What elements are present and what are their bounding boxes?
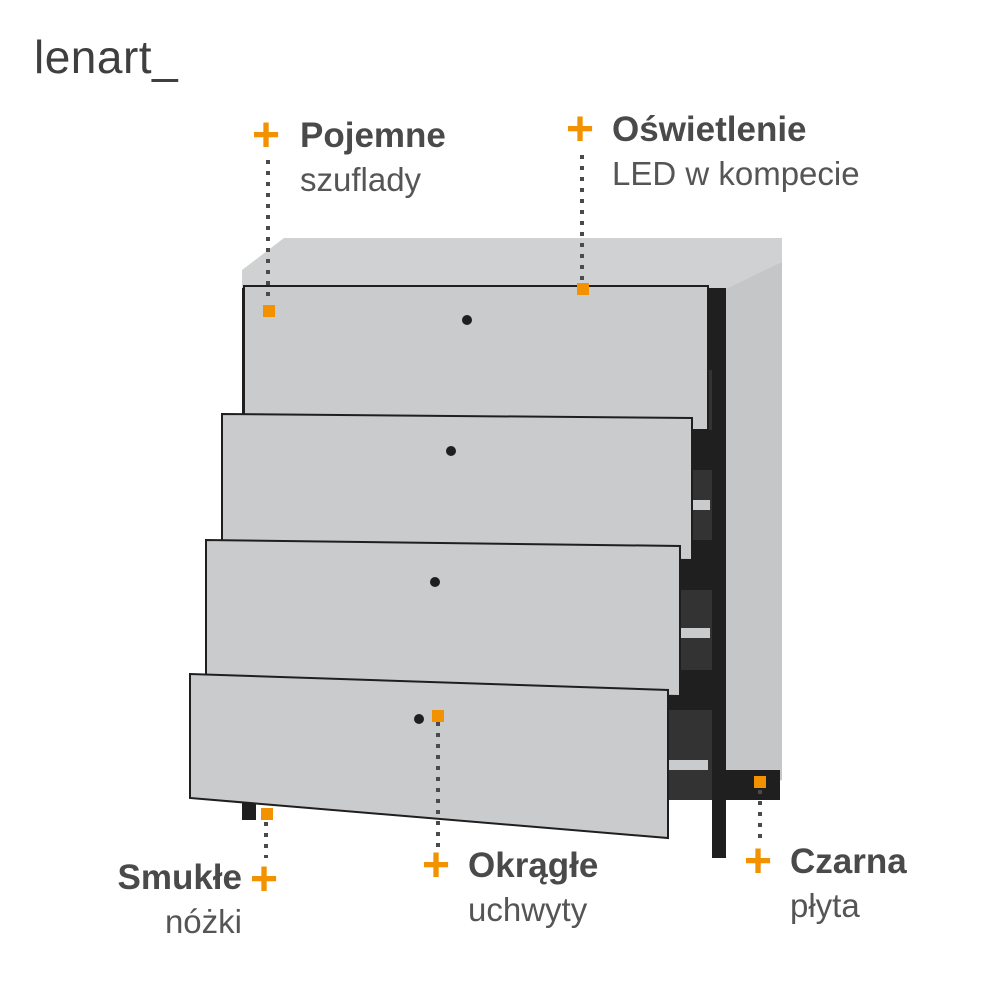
marker-drawers: [263, 305, 275, 317]
knob: [462, 315, 472, 325]
callout-lighting: Oświetlenie LED w kompecie: [612, 108, 860, 196]
drawer-4: [189, 672, 669, 840]
callout-title: Czarna: [790, 842, 907, 881]
dresser-top: [242, 238, 782, 292]
marker-led: [577, 283, 589, 295]
knob: [430, 577, 440, 587]
callout-sub: płyta: [790, 887, 860, 924]
marker-board: [754, 776, 766, 788]
callout-sub: uchwyty: [468, 891, 588, 928]
plus-icon: +: [250, 853, 279, 906]
plus-icon: +: [566, 103, 595, 156]
plus-icon: +: [422, 839, 451, 892]
callout-sub: nóżki: [164, 903, 242, 940]
callout-legs: Smukłe nóżki: [100, 856, 243, 944]
drawer-1: [243, 285, 709, 431]
plus-icon: +: [744, 835, 773, 888]
knob: [414, 714, 424, 724]
callout-title: Smukłe: [117, 858, 243, 897]
plus-icon: +: [252, 109, 281, 162]
callout-drawers: Pojemne szuflady: [300, 114, 446, 202]
callout-title: Pojemne: [300, 116, 446, 155]
dresser-side-panel: [724, 262, 782, 800]
knob: [446, 446, 456, 456]
base-right: [724, 770, 780, 800]
brand-logo: lenart_: [34, 31, 179, 83]
marker-legs: [261, 808, 273, 820]
frame-post-right: [712, 288, 726, 858]
drawer-2: [221, 412, 693, 562]
callout-title: Okrągłe: [468, 846, 599, 885]
callout-handles: Okrągłe uchwyty: [468, 844, 598, 932]
callout-board: Czarna płyta: [790, 840, 907, 928]
callout-sub: LED w kompecie: [612, 155, 860, 192]
callout-sub: szuflady: [300, 161, 422, 198]
callout-title: Oświetlenie: [612, 110, 807, 149]
marker-handles: [432, 710, 444, 722]
drawer-3: [205, 538, 681, 698]
